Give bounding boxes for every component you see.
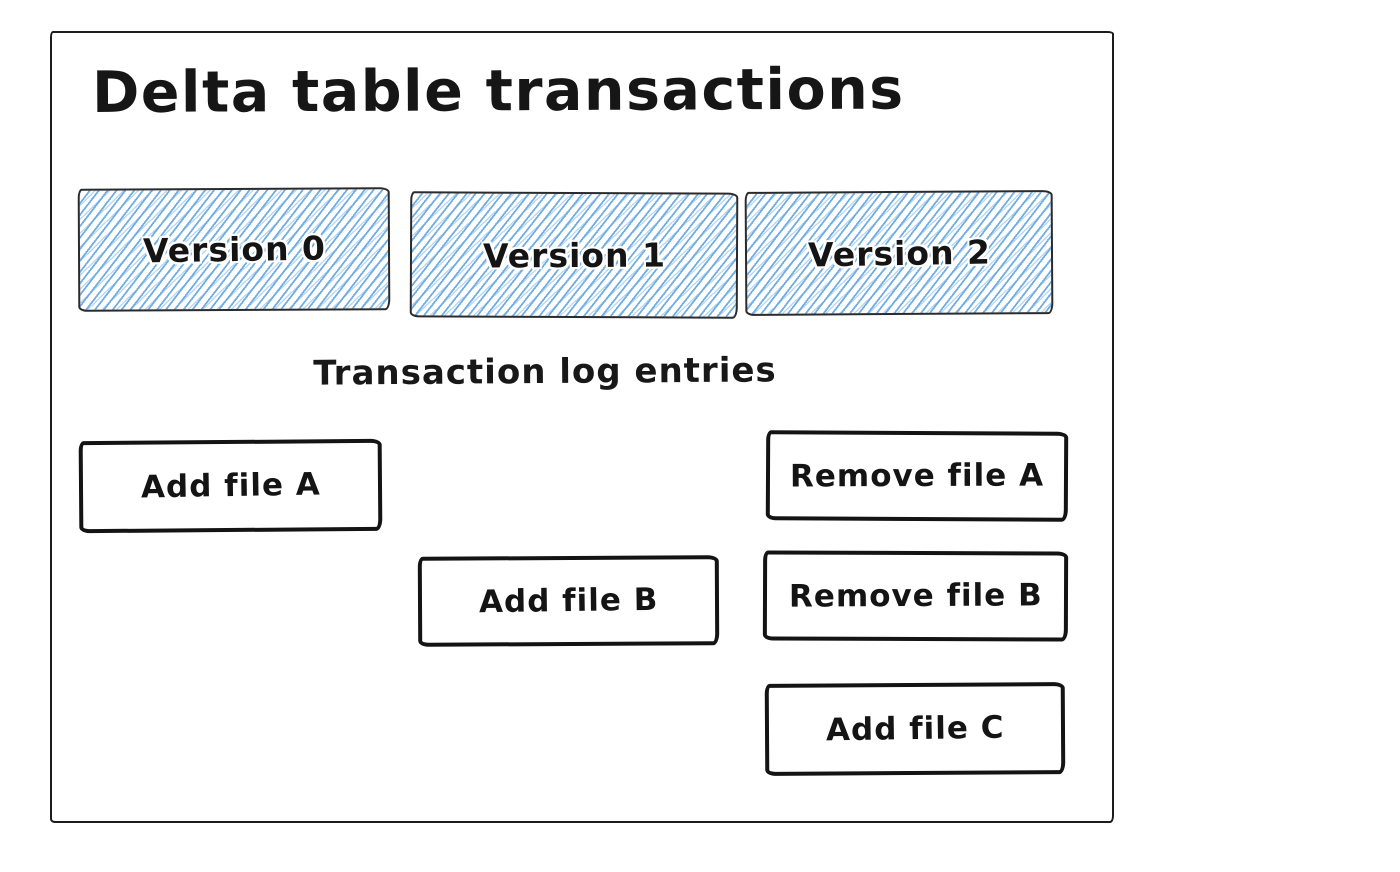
log-entry-remove-file-b: Remove file B <box>762 550 1069 642</box>
version-2-box: Version 2 <box>744 190 1054 316</box>
log-entry-remove-file-a: Remove file A <box>765 430 1069 522</box>
log-entry-add-file-c-label: Add file C <box>825 709 1005 749</box>
diagram-title: Delta table transactions <box>91 56 905 127</box>
log-entry-add-file-b-label: Add file B <box>478 581 659 621</box>
version-0-label: Version 0 <box>142 228 326 271</box>
version-0-box: Version 0 <box>77 187 391 312</box>
log-entry-add-file-b: Add file B <box>417 555 720 647</box>
log-entry-remove-file-a-label: Remove file A <box>789 457 1045 495</box>
transaction-log-entries-caption: Transaction log entries <box>313 350 777 394</box>
log-entry-add-file-a-label: Add file A <box>140 466 321 506</box>
log-entry-remove-file-b-label: Remove file B <box>788 577 1043 615</box>
log-entry-add-file-c: Add file C <box>764 682 1066 776</box>
version-1-label: Version 1 <box>482 234 666 276</box>
version-2-label: Version 2 <box>807 231 991 275</box>
version-1-box: Version 1 <box>409 191 739 319</box>
log-entry-add-file-a: Add file A <box>78 438 383 534</box>
